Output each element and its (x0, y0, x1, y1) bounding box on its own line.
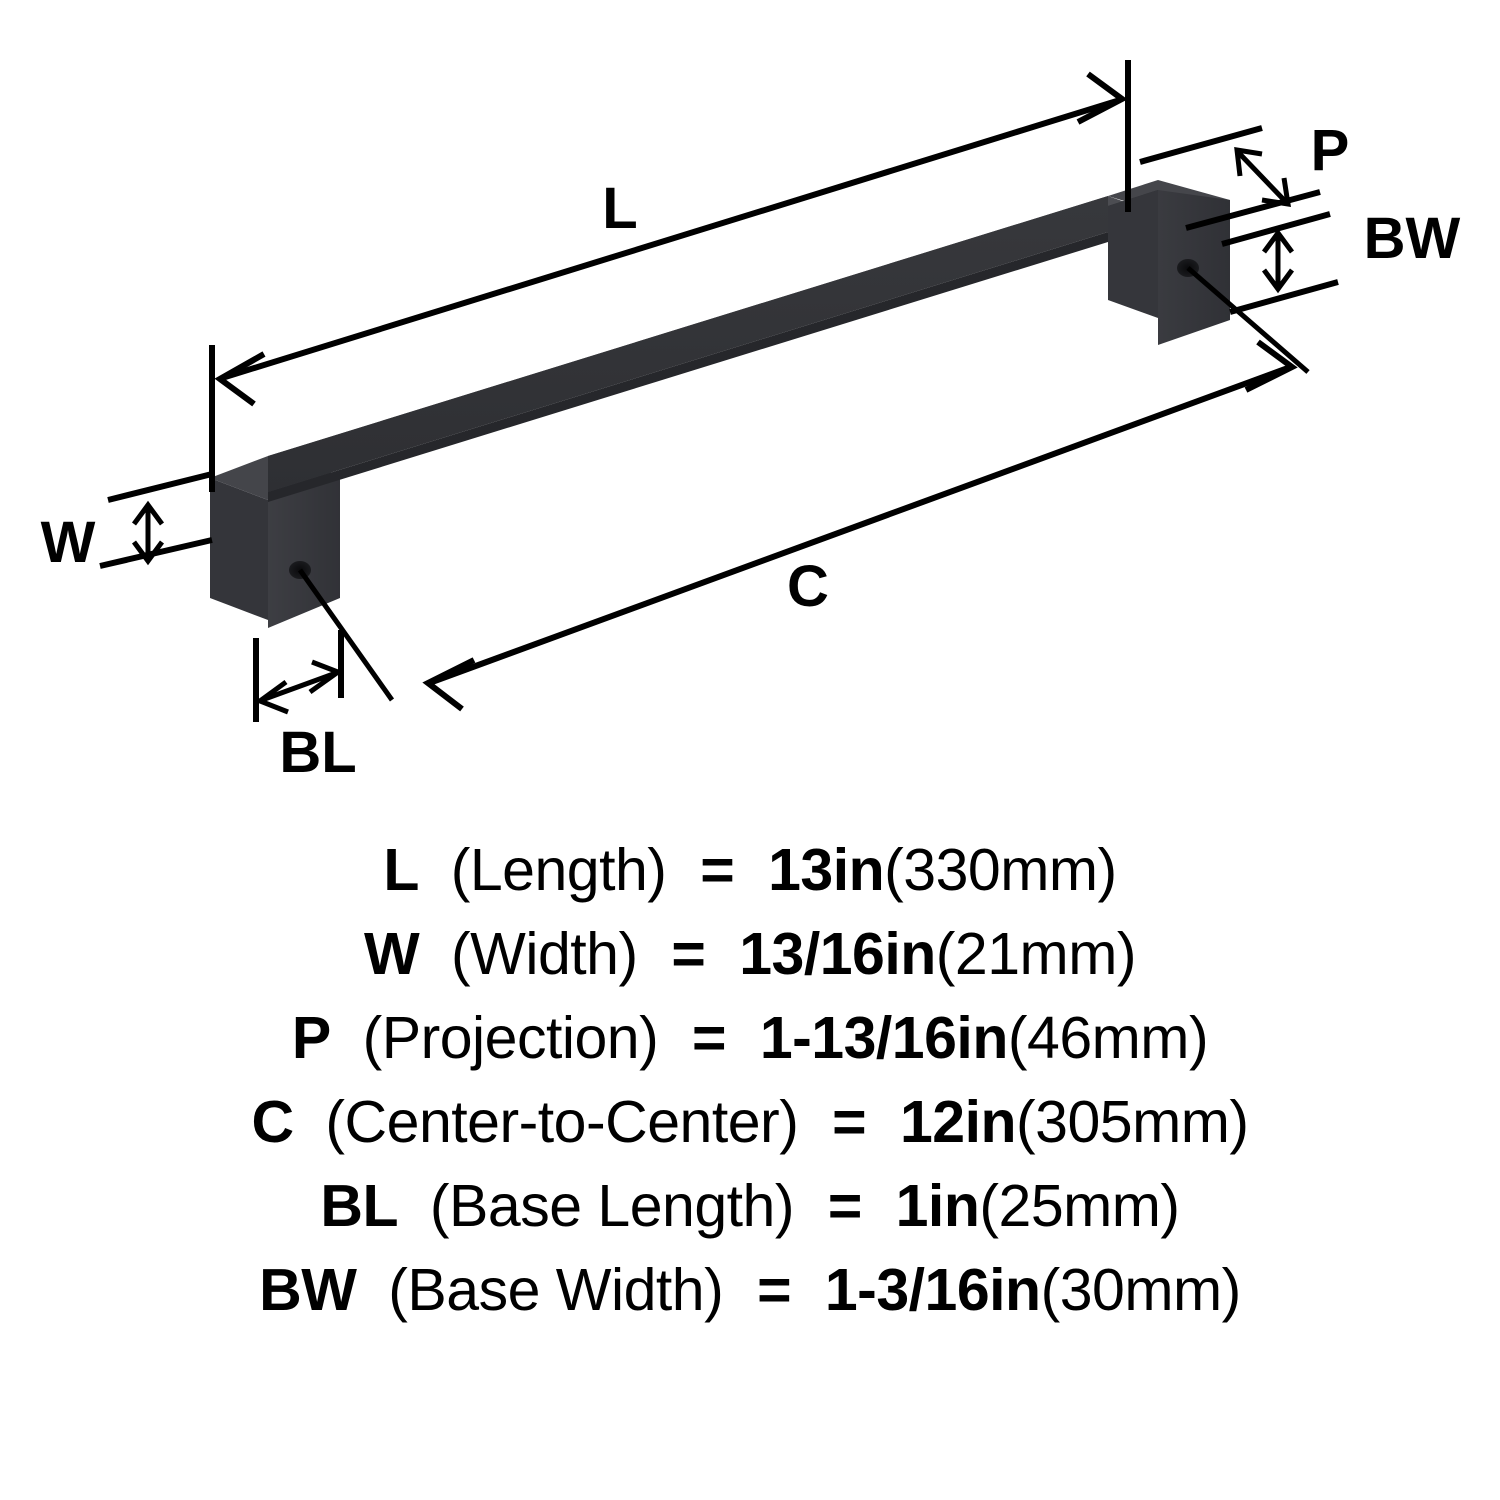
base-length-dimension-label: BL (279, 720, 356, 785)
spec-key-bw: BW (259, 1257, 357, 1323)
spec-equals-base-width: = (757, 1257, 792, 1323)
l-arrowhead-left (214, 351, 266, 407)
p-extension-upper (1139, 125, 1263, 165)
spec-equals-length: = (700, 837, 735, 903)
spec-metric-base-length: (25mm) (979, 1173, 1180, 1239)
bar-front-face (268, 196, 1108, 492)
bl-dimension-line (261, 670, 337, 703)
spec-metric-projection: (46mm) (1007, 1005, 1209, 1071)
bw-arrowhead-down (1261, 268, 1295, 294)
l-dimension-line (221, 97, 1121, 381)
spec-name-base-length: (Base Length) (429, 1173, 795, 1239)
spec-metric-length: (330mm) (884, 837, 1117, 903)
right-post-side-face (1108, 190, 1158, 318)
c-leader-right (1186, 266, 1310, 374)
w-arrowhead-up (131, 500, 165, 526)
spec-key-bl: BL (320, 1173, 399, 1239)
spec-row-length: L (Length) = 13in(330mm) (383, 828, 1117, 912)
spec-equals-width: = (671, 921, 706, 987)
w-arrowhead-down (131, 540, 165, 566)
spec-equals-projection: = (692, 1005, 727, 1071)
spec-metric-base-width: (30mm) (1040, 1257, 1242, 1323)
length-dimension-label: L (602, 176, 637, 241)
c-arrowhead-right (1244, 339, 1298, 393)
spec-equals-base-length: = (827, 1173, 862, 1239)
spec-metric-width: (21mm) (935, 921, 1137, 987)
bl-arrowhead-right (308, 659, 344, 695)
bl-arrowhead-left (254, 679, 289, 715)
specification-list: L (Length) = 13in(330mm) W (Width) = 13/… (0, 828, 1500, 1488)
spec-metric-center-to-center: (305mm) (1016, 1089, 1249, 1155)
spec-row-projection: P (Projection) = 1-13/16in(46mm) (291, 996, 1209, 1080)
c-leader-left (297, 568, 395, 702)
spec-value-length: 13in (768, 837, 885, 903)
p-arrowhead-downright (1261, 177, 1291, 207)
c-dimension-line (430, 365, 1290, 685)
spec-value-projection: 1-13/16in (759, 1005, 1009, 1071)
projection-dimension-label: P (1311, 118, 1350, 183)
spec-name-length: (Length) (450, 837, 667, 903)
left-post-side-face (210, 478, 268, 620)
spec-row-base-width: BW (Base Width) = 1-3/16in(30mm) (259, 1248, 1241, 1332)
spec-name-base-width: (Base Width) (388, 1257, 724, 1323)
spec-key-w: W (364, 921, 420, 987)
bw-extension-lower (1229, 279, 1339, 315)
spec-key-c: C (251, 1089, 294, 1155)
spec-key-l: L (383, 837, 419, 903)
width-dimension-label: W (41, 510, 96, 575)
spec-name-width: (Width) (451, 921, 638, 987)
bw-extension-upper (1221, 211, 1331, 247)
spec-row-width: W (Width) = 13/16in(21mm) (364, 912, 1137, 996)
spec-value-width: 13/16in (739, 921, 936, 987)
bar-lower-edge (268, 232, 1108, 502)
p-dimension-line (1236, 150, 1288, 204)
spec-value-center-to-center: 12in (899, 1089, 1017, 1155)
spec-value-base-length: 1in (895, 1173, 980, 1239)
l-arrowhead-right (1076, 71, 1128, 125)
left-post-front-face (268, 475, 340, 628)
bw-arrowhead-up (1261, 228, 1295, 254)
dimension-lines (99, 60, 1339, 722)
center-to-center-dimension-label: C (787, 554, 829, 619)
spec-value-base-width: 1-3/16in (824, 1257, 1041, 1323)
cabinet-pull-graphic (210, 180, 1230, 628)
base-width-dimension-label: BW (1364, 206, 1461, 271)
spec-equals-center-to-center: = (832, 1089, 867, 1155)
spec-name-projection: (Projection) (362, 1005, 659, 1071)
p-arrowhead-upleft (1234, 147, 1263, 177)
spec-row-base-length: BL (Base Length) = 1in(25mm) (320, 1164, 1180, 1248)
spec-row-center-to-center: C (Center-to-Center) = 12in(305mm) (251, 1080, 1249, 1164)
dimension-diagram: L W P C BL BW (41, 60, 1461, 785)
spec-name-center-to-center: (Center-to-Center) (325, 1089, 799, 1155)
p-extension-lower (1185, 189, 1321, 231)
spec-key-p: P (291, 1005, 331, 1071)
w-extension-upper (107, 471, 213, 503)
c-arrowhead-left (422, 657, 476, 712)
diagram-canvas: L W P C BL BW (41, 60, 1461, 785)
